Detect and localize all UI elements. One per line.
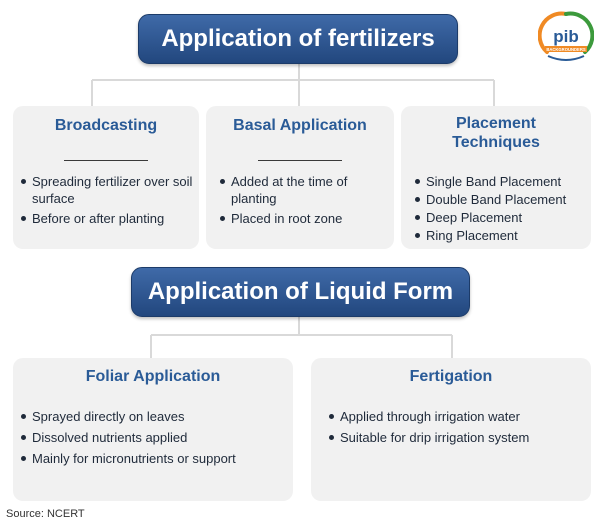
liquid-form-title: Application of Liquid Form	[147, 278, 454, 305]
card-foliar-application: Foliar Application Sprayed directly on l…	[13, 358, 293, 501]
bullet-list: Sprayed directly on leaves Dissolved nut…	[21, 408, 291, 467]
card-title: Placement Techniques	[452, 115, 540, 151]
card-placement-techniques: Placement Techniques Single Band Placeme…	[401, 106, 591, 249]
list-item: Double Band Placement	[415, 191, 589, 208]
list-item: Ring Placement	[415, 227, 589, 244]
card-fertigation: Fertigation Applied through irrigation w…	[311, 358, 591, 501]
card-divider	[64, 160, 148, 161]
card-basal-application: Basal Application Added at the time of p…	[206, 106, 394, 249]
bullet-list: Added at the time of planting Placed in …	[220, 173, 390, 227]
list-item: Single Band Placement	[415, 173, 589, 190]
list-item: Before or after planting	[21, 210, 197, 227]
list-item: Sprayed directly on leaves	[21, 408, 291, 425]
liquid-form-banner: Application of Liquid Form	[131, 267, 470, 317]
list-item: Mainly for micronutrients or support	[21, 450, 291, 467]
list-item: Suitable for drip irrigation system	[329, 429, 589, 446]
main-title-banner: Application of fertilizers	[138, 14, 458, 64]
source-note: Source: NCERT	[6, 508, 85, 520]
bullet-list: Single Band Placement Double Band Placem…	[415, 173, 589, 244]
card-title: Fertigation	[409, 368, 493, 385]
card-divider	[258, 160, 342, 161]
list-item: Deep Placement	[415, 209, 589, 226]
card-broadcasting: Broadcasting Spreading fertilizer over s…	[13, 106, 199, 249]
list-item: Dissolved nutrients applied	[21, 429, 291, 446]
logo-mark: pib	[553, 27, 579, 46]
bullet-list: Spreading fertilizer over soil surface B…	[21, 173, 197, 227]
card-title: Basal Application	[233, 117, 367, 134]
list-item: Spreading fertilizer over soil surface	[21, 173, 197, 207]
pib-logo: pib BACKGROUNDERS	[538, 11, 594, 61]
card-title: Broadcasting	[54, 117, 158, 134]
main-title: Application of fertilizers	[161, 25, 435, 52]
list-item: Placed in root zone	[220, 210, 390, 227]
card-title: Foliar Application	[85, 368, 221, 385]
logo-subtext: BACKGROUNDERS	[546, 47, 586, 52]
list-item: Applied through irrigation water	[329, 408, 589, 425]
bullet-list: Applied through irrigation water Suitabl…	[329, 408, 589, 446]
list-item: Added at the time of planting	[220, 173, 390, 207]
